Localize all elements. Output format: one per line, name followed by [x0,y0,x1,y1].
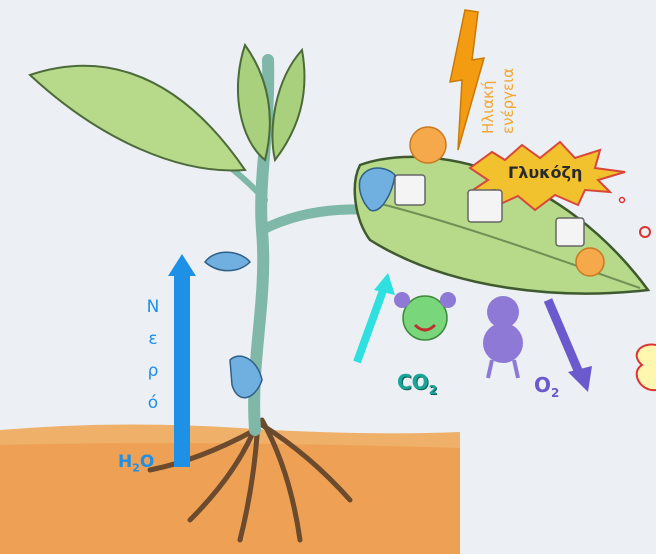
water-letter-1: Ν [147,298,160,316]
solar-energy-label: Ηλιακή ενέργεια [478,14,518,134]
o2-main: O [534,373,551,397]
co2-label: CO2 [397,370,437,397]
o2-label: O2 [534,373,559,400]
co2-main: CO [397,370,429,394]
soil-shading [0,443,460,554]
h2o-sub: 2 [132,461,140,474]
cloud-fragment [637,345,656,391]
h2o-h: H [118,452,132,472]
water-label-vertical: Ν ε ρ ό [138,298,168,412]
solar-line-2: ενέργεια [499,68,517,134]
water-formula-label: H2O [118,452,154,474]
h2o-o: O [140,452,154,472]
o2-sub: 2 [551,386,559,400]
water-letter-3: ρ [148,362,159,380]
glucose-label: Γλυκόζη [508,163,582,182]
water-letter-4: ό [148,394,158,412]
co2-sub: 2 [429,383,437,397]
solar-line-1: Ηλιακή [479,81,497,134]
water-arrow-shaft [174,272,190,467]
water-letter-2: ε [148,330,157,348]
